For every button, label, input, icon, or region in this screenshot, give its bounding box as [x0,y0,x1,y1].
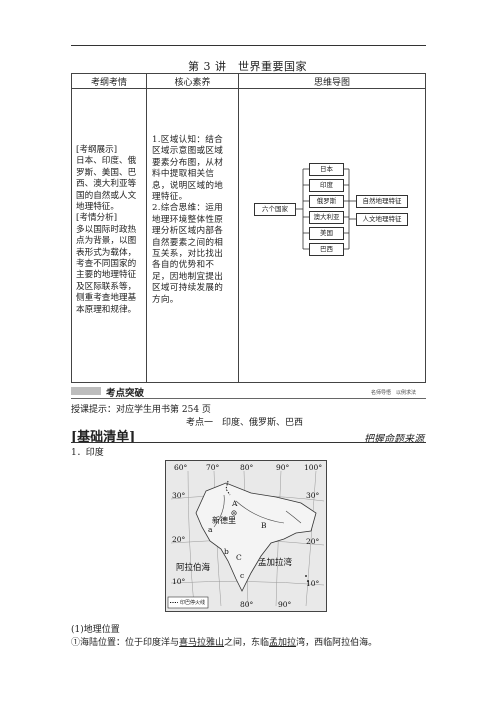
banner-rule [71,442,426,443]
map-label-C: C [236,553,242,562]
exam-outline-line: [考纲展示] [76,145,118,155]
map-label-b: b [224,547,229,556]
map-label-c: c [240,571,245,580]
core-literacy-line: 理特征。 [152,192,188,203]
mind-map-connectors [296,168,356,250]
header-core-literacy: 核心素养 [146,73,239,89]
section-bar [71,387,101,395]
exam-outline-line: 罗斯、美国、巴 [76,167,137,178]
core-literacy-line: 理分析区域内部各 [152,226,224,237]
map-lon-bottom-90: 90° [278,600,292,609]
position-blank-2: 孟加拉 [269,638,297,648]
banner-right-title: 把握命题来源 [364,434,424,445]
core-literacy-line: 2.综合思维：运用 [152,203,224,214]
core-literacy-line: 地理环境整体性原 [152,214,224,225]
map-lon-bottom-80: 80° [240,600,254,609]
sub-heading-location: (1)地理位置 [71,625,120,635]
mind-map-country-2: 印度 [309,179,344,192]
core-literacy-line: 要素分布图，从材 [152,157,224,168]
map-label-a: a [208,525,213,534]
core-literacy-line: 息，说明区域的地 [152,180,224,191]
exam-outline-line: [考情分析] [76,213,118,224]
exam-outline-line: 地理特征。 [76,202,119,213]
banner-left-title: [基础清单] [71,430,136,445]
basic-list-banner: [基础清单] 把握命题来源 [71,426,426,445]
position-prefix: ①海陆位置：位于印度洋与 [71,638,180,648]
map-label-sea: 阿拉伯海 [176,563,211,573]
section-slogan: 名师导悟 以例求法 [371,390,417,396]
core-literacy-line: 方向。 [152,294,179,305]
map-label-A: A [232,499,238,508]
mind-map-country-5: 美国 [309,227,344,240]
india-map: 60° 70° 80° 90° 100° 30° 20° 10° 30° 20°… [165,460,327,612]
core-literacy-line: 料中提取相关信 [152,169,215,180]
exam-outline-line: 日本、印度、俄 [76,156,137,167]
exam-outline-line: 侧重考查地理基 [76,293,137,304]
exam-outline-line: 多以国际时政热 [76,224,137,235]
position-blank-1: 喜马拉雅山 [179,638,225,648]
header-exam-outline: 考纲考情 [71,73,147,89]
overview-table: 考纲考情 核心素养 思维导图 [考纲展示]日本、印度、俄罗斯、美国、巴西、澳大利… [71,73,426,383]
cell-mind-map: 六个国家 日本 印度 俄罗斯 澳大利亚 美国 巴西 自然地理特征 人文地理特征 [238,88,426,383]
lesson-title: 第 3 讲 世界重要国家 [188,60,307,73]
core-literacy-line: 区域示意图或区域 [152,146,224,157]
exam-outline-line: 考查不同国家的 [76,259,137,270]
map-lat-right-10: 10° [306,579,320,588]
mind-map-country-3: 俄罗斯 [309,195,344,208]
map-legend-label: 印巴停火线 [180,600,206,606]
section-rule [71,398,426,399]
india-map-graphic [167,470,325,609]
map-lat-left-20: 20° [172,535,186,544]
core-literacy-line: 足，因地制宜提出 [152,271,224,282]
position-mid-1: 之间，东临 [224,638,270,648]
cell-core-literacy: 1.区域认知：结合区域示意图或区域要素分布图，从材料中提取相关信息，说明区域的地… [146,88,239,383]
map-lon-60: 60° [174,463,188,472]
map-label-capital: 新德里 [212,516,236,525]
core-literacy-line: 1.区域认知：结合 [152,135,224,145]
topic-heading: 考点一 印度、俄罗斯、巴西 [186,418,304,428]
map-lon-90: 90° [276,463,290,472]
map-lon-80: 80° [240,463,254,472]
exam-outline-line: 及区际联系等， [76,281,137,292]
lecture-hint: 授课提示：对应学生用书第 254 页 [71,405,211,415]
core-literacy-line: 各自的优势和不 [152,260,215,271]
exam-outline-line: 国的自然或人文 [76,190,137,201]
exam-outline-line: 表形式为载体， [76,247,137,258]
mind-map-feature-natural: 自然地理特征 [356,195,408,208]
mind-map-root: 六个国家 [254,203,296,216]
top-rule [71,45,426,46]
exam-outline-line: 主要的地理特征 [76,270,137,281]
exam-outline-line: 本原理和规律。 [76,304,137,315]
map-lon-70: 70° [206,463,220,472]
mind-map-country-6: 巴西 [309,243,344,256]
cell-exam-outline: [考纲展示]日本、印度、俄罗斯、美国、巴西、澳大利亚等国的自然或人文地理特征。[… [71,88,147,383]
position-mid-2: 湾，西临阿拉伯海。 [296,638,378,648]
map-lat-left-30: 30° [172,491,186,500]
exam-outline-line: 点为背景，以图 [76,236,137,247]
section-title: 考点突破 [106,388,145,399]
map-label-bay: 孟加拉湾 [258,558,293,568]
map-lon-100: 100° [304,463,323,472]
header-mind-map: 思维导图 [238,73,426,89]
core-literacy-line: 自然要素之间的相 [152,237,224,248]
map-lat-right-20: 20° [306,537,320,546]
mind-map-country-4: 澳大利亚 [309,211,344,224]
map-lat-right-30: 30° [306,491,320,500]
mind-map-feature-human: 人文地理特征 [356,213,408,226]
exam-outline-line: 西、澳大利亚等 [76,179,137,190]
core-literacy-line: 互关系，对比找出 [152,249,224,260]
map-label-B: B [261,521,267,530]
item-heading: 1．印度 [71,448,104,458]
sea-land-position: ①海陆位置：位于印度洋与喜马拉雅山之间，东临孟加拉湾，西临阿拉伯海。 [71,635,377,648]
core-literacy-line: 区域可持续发展的 [152,283,224,294]
map-lat-left-10: 10° [172,577,186,586]
mind-map-country-1: 日本 [309,163,344,176]
